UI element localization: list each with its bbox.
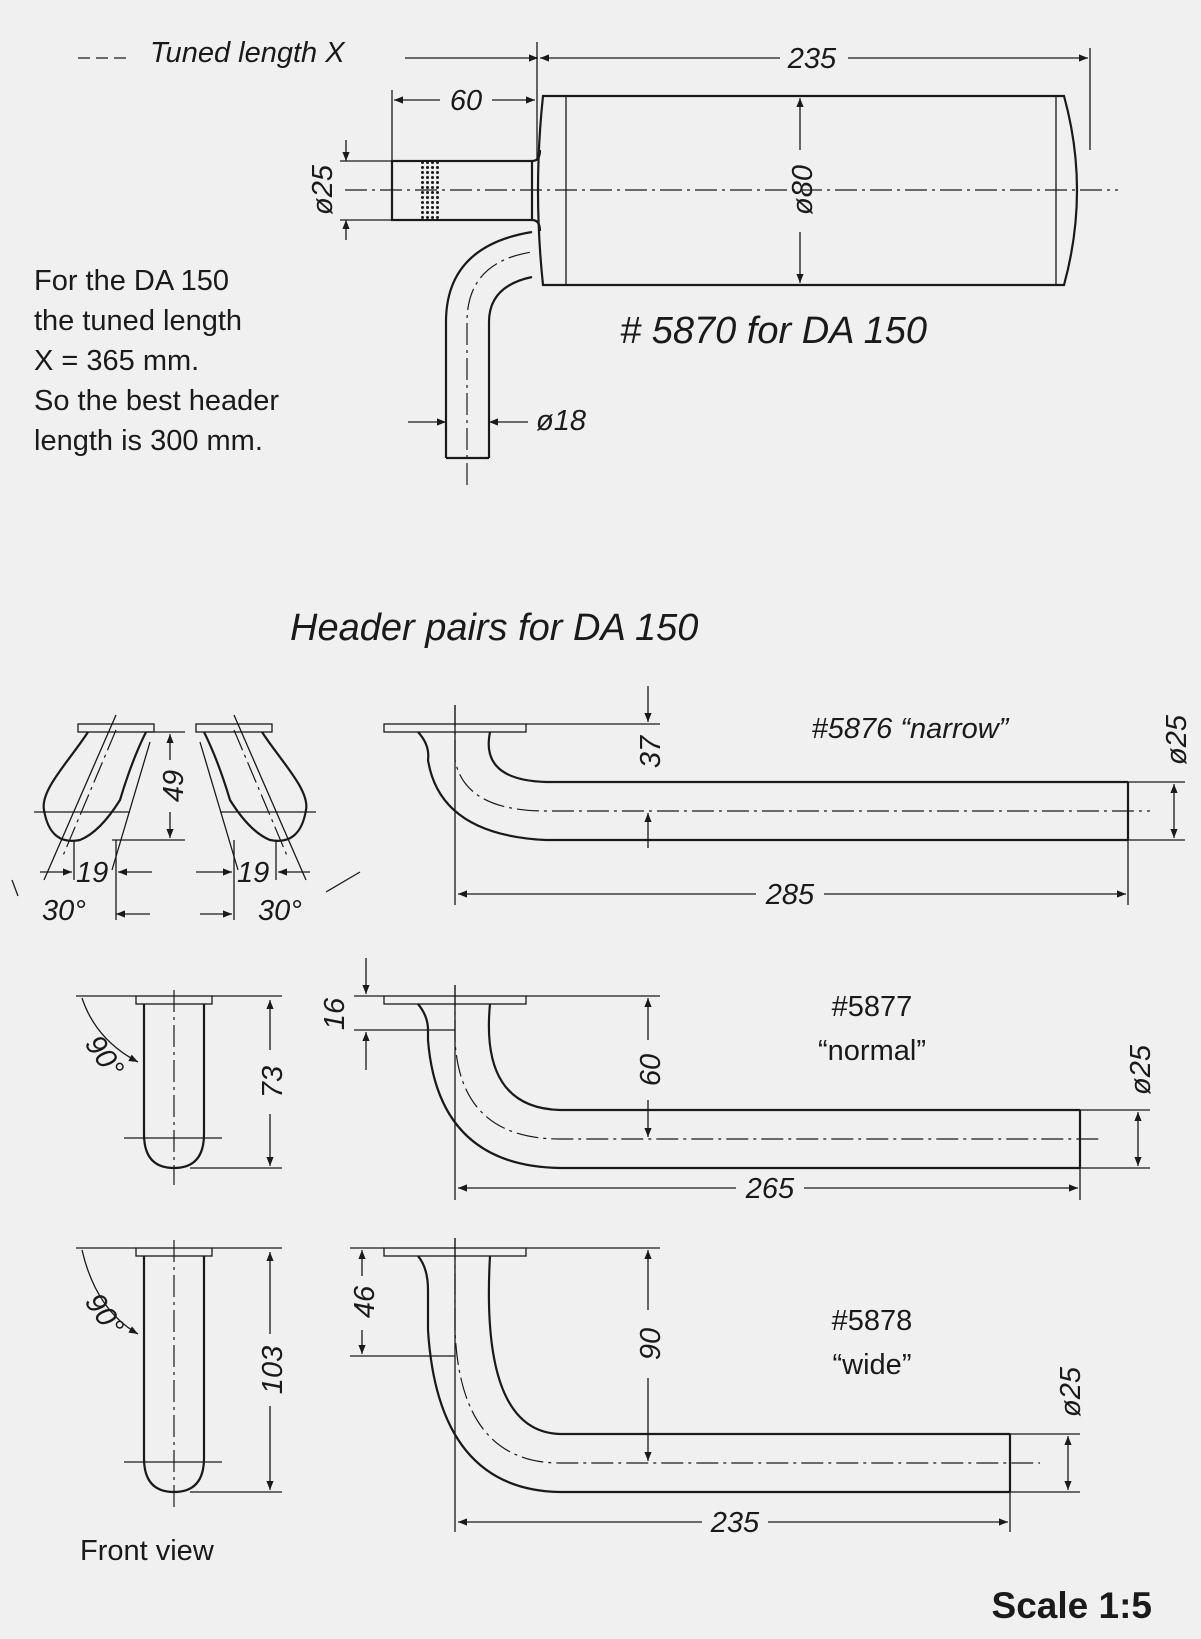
wide-part-label-line1: #5878: [832, 1305, 913, 1337]
narrow-offset-dim: 37: [635, 734, 667, 768]
narrow-right-angle-dim: 30°: [258, 895, 302, 927]
narrow-header-side-view: 37 285 ø25 #5876 “narrow”: [383, 686, 1193, 911]
muffler-length-dim: 235: [787, 43, 837, 75]
note-line-1: For the DA 150: [34, 265, 229, 297]
normal-front-angle-dim: 90°: [78, 1030, 129, 1084]
normal-part-label-line2: “normal”: [818, 1035, 926, 1067]
muffler-drawing: Tuned length X 235 60 ø25 ø80: [78, 37, 1118, 485]
scale-label: Scale 1:5: [992, 1585, 1152, 1626]
narrow-right-width-dim: 19: [237, 857, 269, 889]
narrow-left-width-dim: 19: [76, 857, 108, 889]
normal-drop-dim: 60: [635, 1054, 667, 1086]
note-line-2: the tuned length: [34, 305, 242, 337]
narrow-left-angle-dim: 30°: [42, 895, 86, 927]
normal-length-dim: 265: [745, 1173, 795, 1205]
normal-front-view: 90° 73: [76, 990, 289, 1185]
stub-length-dim: 60: [450, 85, 482, 117]
wide-length-dim: 235: [710, 1507, 760, 1539]
wide-dia-dim: ø25: [1055, 1366, 1087, 1417]
outlet-dia-dim: ø25: [307, 164, 339, 215]
wide-part-label-line2: “wide”: [833, 1349, 912, 1381]
normal-front-height-dim: 73: [257, 1066, 289, 1098]
wide-front-view: 90° 103: [76, 1240, 289, 1510]
normal-dia-dim: ø25: [1125, 1044, 1157, 1095]
wide-flange-dim: 46: [349, 1285, 381, 1318]
narrow-front-views: 49 19 30° 19 30°: [11, 714, 361, 927]
normal-flange-dim: 16: [319, 997, 351, 1030]
normal-part-label-line1: #5877: [832, 991, 913, 1023]
note-line-3: X = 365 mm.: [34, 345, 199, 377]
tuned-length-note: For the DA 150 the tuned length X = 365 …: [34, 265, 279, 457]
wide-drop-dim: 90: [635, 1328, 667, 1360]
normal-header-side-view: 16 60 265 ø25 #5877 “normal”: [319, 958, 1157, 1205]
narrow-front-height-dim: 49: [158, 770, 190, 802]
wide-front-height-dim: 103: [257, 1346, 289, 1394]
headers-title: Header pairs for DA 150: [290, 607, 698, 649]
wide-front-angle-dim: 90°: [78, 1288, 129, 1342]
narrow-dia-dim: ø25: [1161, 714, 1193, 765]
note-line-5: length is 300 mm.: [34, 425, 263, 457]
narrow-length-dim: 285: [765, 879, 815, 911]
front-view-label: Front view: [80, 1535, 215, 1567]
note-line-4: So the best header: [34, 385, 279, 417]
muffler-part-label: # 5870 for DA 150: [620, 310, 927, 352]
narrow-part-label: #5876 “narrow”: [812, 713, 1010, 745]
tuned-length-label: Tuned length X: [150, 37, 346, 69]
inlet-dia-dim: ø18: [536, 405, 586, 437]
wide-header-side-view: 46 90 235 ø25 #5878 “wide”: [349, 1238, 1087, 1539]
